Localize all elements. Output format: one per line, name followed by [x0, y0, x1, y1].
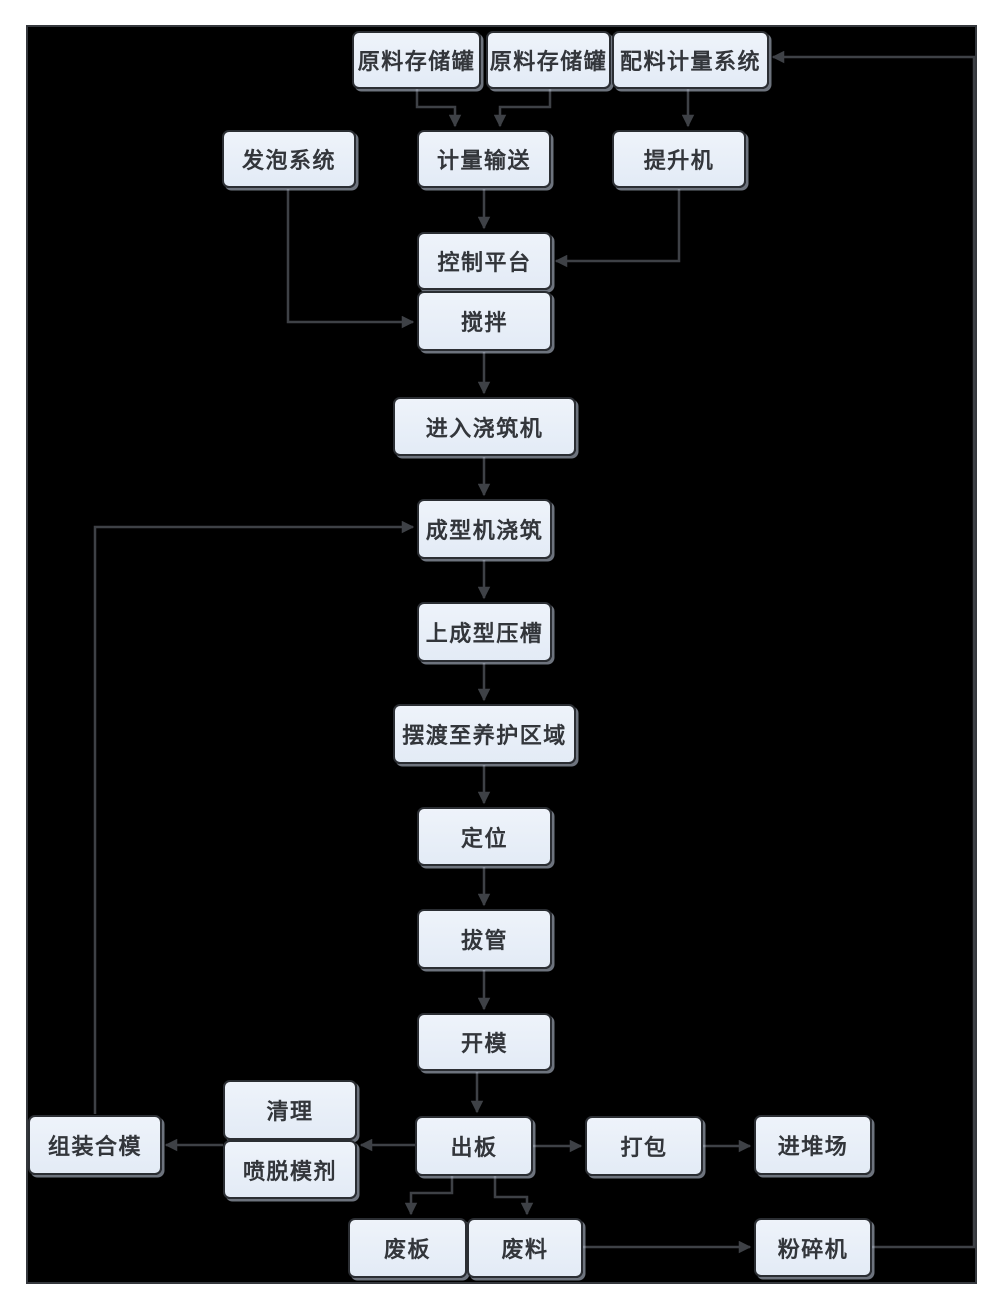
node-spray-release-agent: 喷脱模剂: [223, 1140, 357, 1199]
edge-assemble-to-formpour: [93, 520, 415, 1114]
node-foaming-system: 发泡系统: [222, 130, 356, 188]
edge-plateout-to-wasteboard: [404, 1176, 454, 1216]
edge-foaming-to-mixing: [286, 189, 415, 329]
node-forming-press-groove: 上成型压槽: [417, 602, 552, 662]
node-tube-pulling: 拔管: [417, 909, 552, 969]
node-assemble-close-mold: 组装合模: [28, 1115, 162, 1175]
node-metering-conveying: 计量输送: [417, 130, 551, 188]
node-waste-material: 废料: [467, 1218, 583, 1278]
node-plate-out: 出板: [415, 1116, 533, 1176]
node-hoist: 提升机: [612, 130, 746, 188]
edge-rawtank2-to-metering: [493, 89, 552, 128]
node-crusher: 粉碎机: [754, 1218, 872, 1277]
node-stockyard: 进堆场: [754, 1115, 872, 1175]
node-waste-board: 废板: [348, 1218, 467, 1278]
node-raw-tank-2: 原料存储罐: [486, 31, 611, 89]
edge-plateout-to-wastematerial: [493, 1176, 534, 1216]
edge-rawtank1-to-metering: [415, 89, 462, 128]
node-control-platform: 控制平台: [417, 232, 552, 290]
node-mold-opening: 开模: [417, 1013, 552, 1071]
node-enter-pouring-machine: 进入浇筑机: [393, 397, 576, 456]
node-cleaning: 清理: [223, 1080, 357, 1140]
node-forming-machine-pouring: 成型机浇筑: [417, 499, 552, 559]
node-ferry-to-curing-area: 摆渡至养护区域: [393, 704, 576, 764]
node-raw-tank-1: 原料存储罐: [352, 31, 481, 89]
node-positioning: 定位: [417, 807, 552, 866]
edge-hoist-to-control: [554, 189, 681, 268]
node-mixing: 搅拌: [417, 291, 552, 351]
node-batching-metering-system: 配料计量系统: [612, 31, 769, 89]
edge-crusher-to-batching: [771, 50, 976, 1249]
node-packing: 打包: [585, 1116, 703, 1176]
